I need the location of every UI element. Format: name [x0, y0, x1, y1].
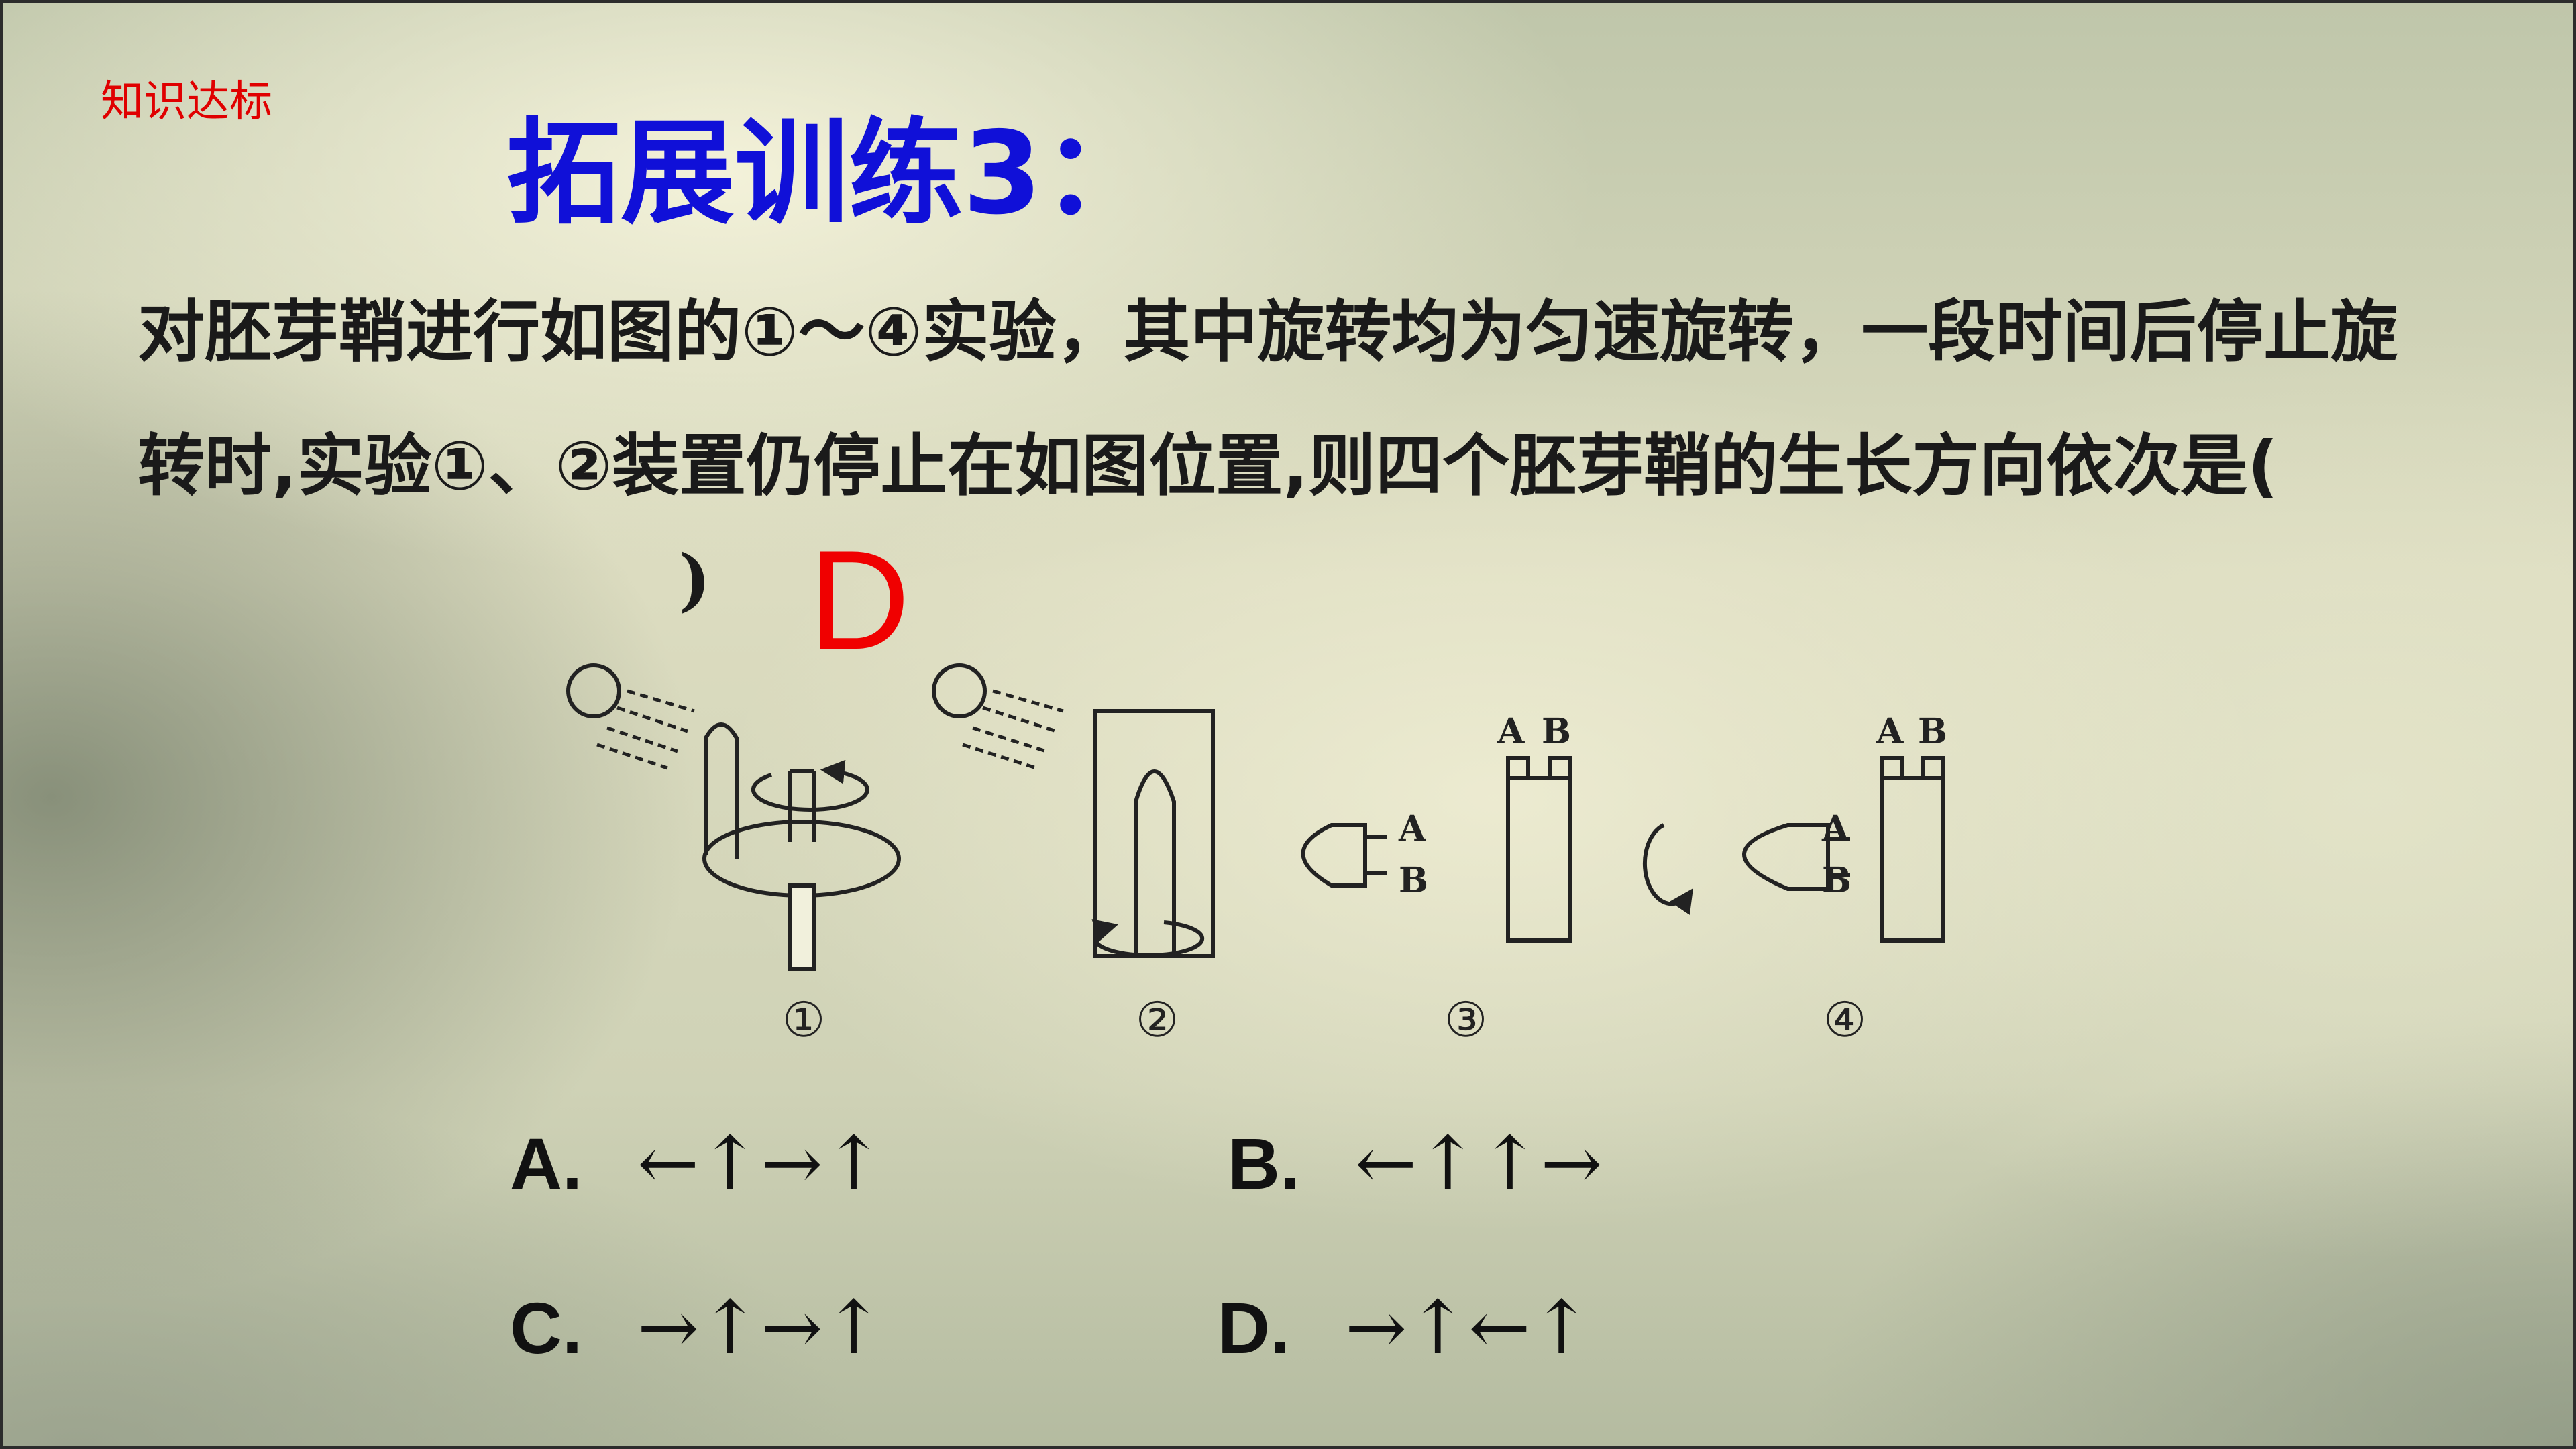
rotation-arrow-icon: [1642, 823, 1694, 915]
question-text: 对胚芽鞘进行如图的①～④实验，其中旋转均为匀速旋转，一段时间后停止旋转时,实验①…: [138, 292, 2398, 505]
option-b[interactable]: B. ←↑↑→: [1228, 1120, 1603, 1206]
label-a: A: [1821, 808, 1849, 849]
option-arrows: →↑←↑: [1345, 1285, 1593, 1371]
experiment-figure: A B A B A B A B ① ② ③ ④: [566, 663, 1947, 1048]
option-d[interactable]: D. →↑←↑: [1218, 1285, 1593, 1371]
option-letter: C.: [510, 1287, 582, 1368]
coleoptile-3-horizontal: [1301, 823, 1367, 888]
coleoptile-4-horizontal: [1742, 823, 1830, 891]
option-letter: D.: [1218, 1287, 1290, 1368]
label-b: B: [1542, 711, 1571, 752]
close-paren: ): [679, 540, 711, 619]
label-a: A: [1398, 808, 1426, 849]
receiver-block-4: [1880, 776, 1945, 943]
option-letter: B.: [1228, 1123, 1300, 1204]
coleoptile-1: [704, 722, 739, 859]
option-arrows: ←↑→↑: [637, 1120, 885, 1206]
light-rays: [962, 689, 1064, 770]
label-b: B: [1918, 711, 1947, 752]
coleoptile-2: [1134, 769, 1176, 953]
section-tag: 知识达标: [101, 77, 272, 127]
experiment-4-apparatus: [1642, 756, 1945, 943]
experiment-3-apparatus: [1301, 756, 1572, 943]
light-rays: [596, 689, 695, 770]
rotation-arrow-icon: [1091, 919, 1205, 957]
option-arrows: →↑→↑: [637, 1285, 885, 1371]
label-b: B: [1399, 860, 1428, 901]
experiment-2-apparatus: [932, 663, 1215, 958]
light-source-icon: [566, 663, 621, 718]
experiment-label-4: ④: [1823, 991, 1867, 1048]
turntable-shaft: [788, 883, 816, 971]
option-arrows: ←↑↑→: [1355, 1120, 1603, 1206]
light-source-icon: [932, 663, 987, 718]
experiment-label-1: ①: [782, 991, 826, 1048]
answer-mark: D: [808, 521, 910, 679]
label-b: B: [1822, 860, 1851, 901]
answer-blank: ): [518, 540, 710, 619]
option-letter: A.: [510, 1123, 582, 1204]
experiment-label-3: ③: [1444, 991, 1488, 1048]
box-container: [1093, 709, 1215, 958]
experiment-label-2: ②: [1136, 991, 1179, 1048]
option-a[interactable]: A. ←↑→↑: [510, 1120, 885, 1206]
experiment-1-apparatus: [566, 663, 901, 971]
label-a: A: [1876, 711, 1904, 752]
page-title: 拓展训练3：: [506, 107, 1157, 240]
label-a: A: [1497, 711, 1525, 752]
receiver-block-3: [1506, 776, 1572, 943]
rotation-arrow-icon: [751, 759, 869, 812]
option-c[interactable]: C. →↑→↑: [510, 1285, 885, 1371]
